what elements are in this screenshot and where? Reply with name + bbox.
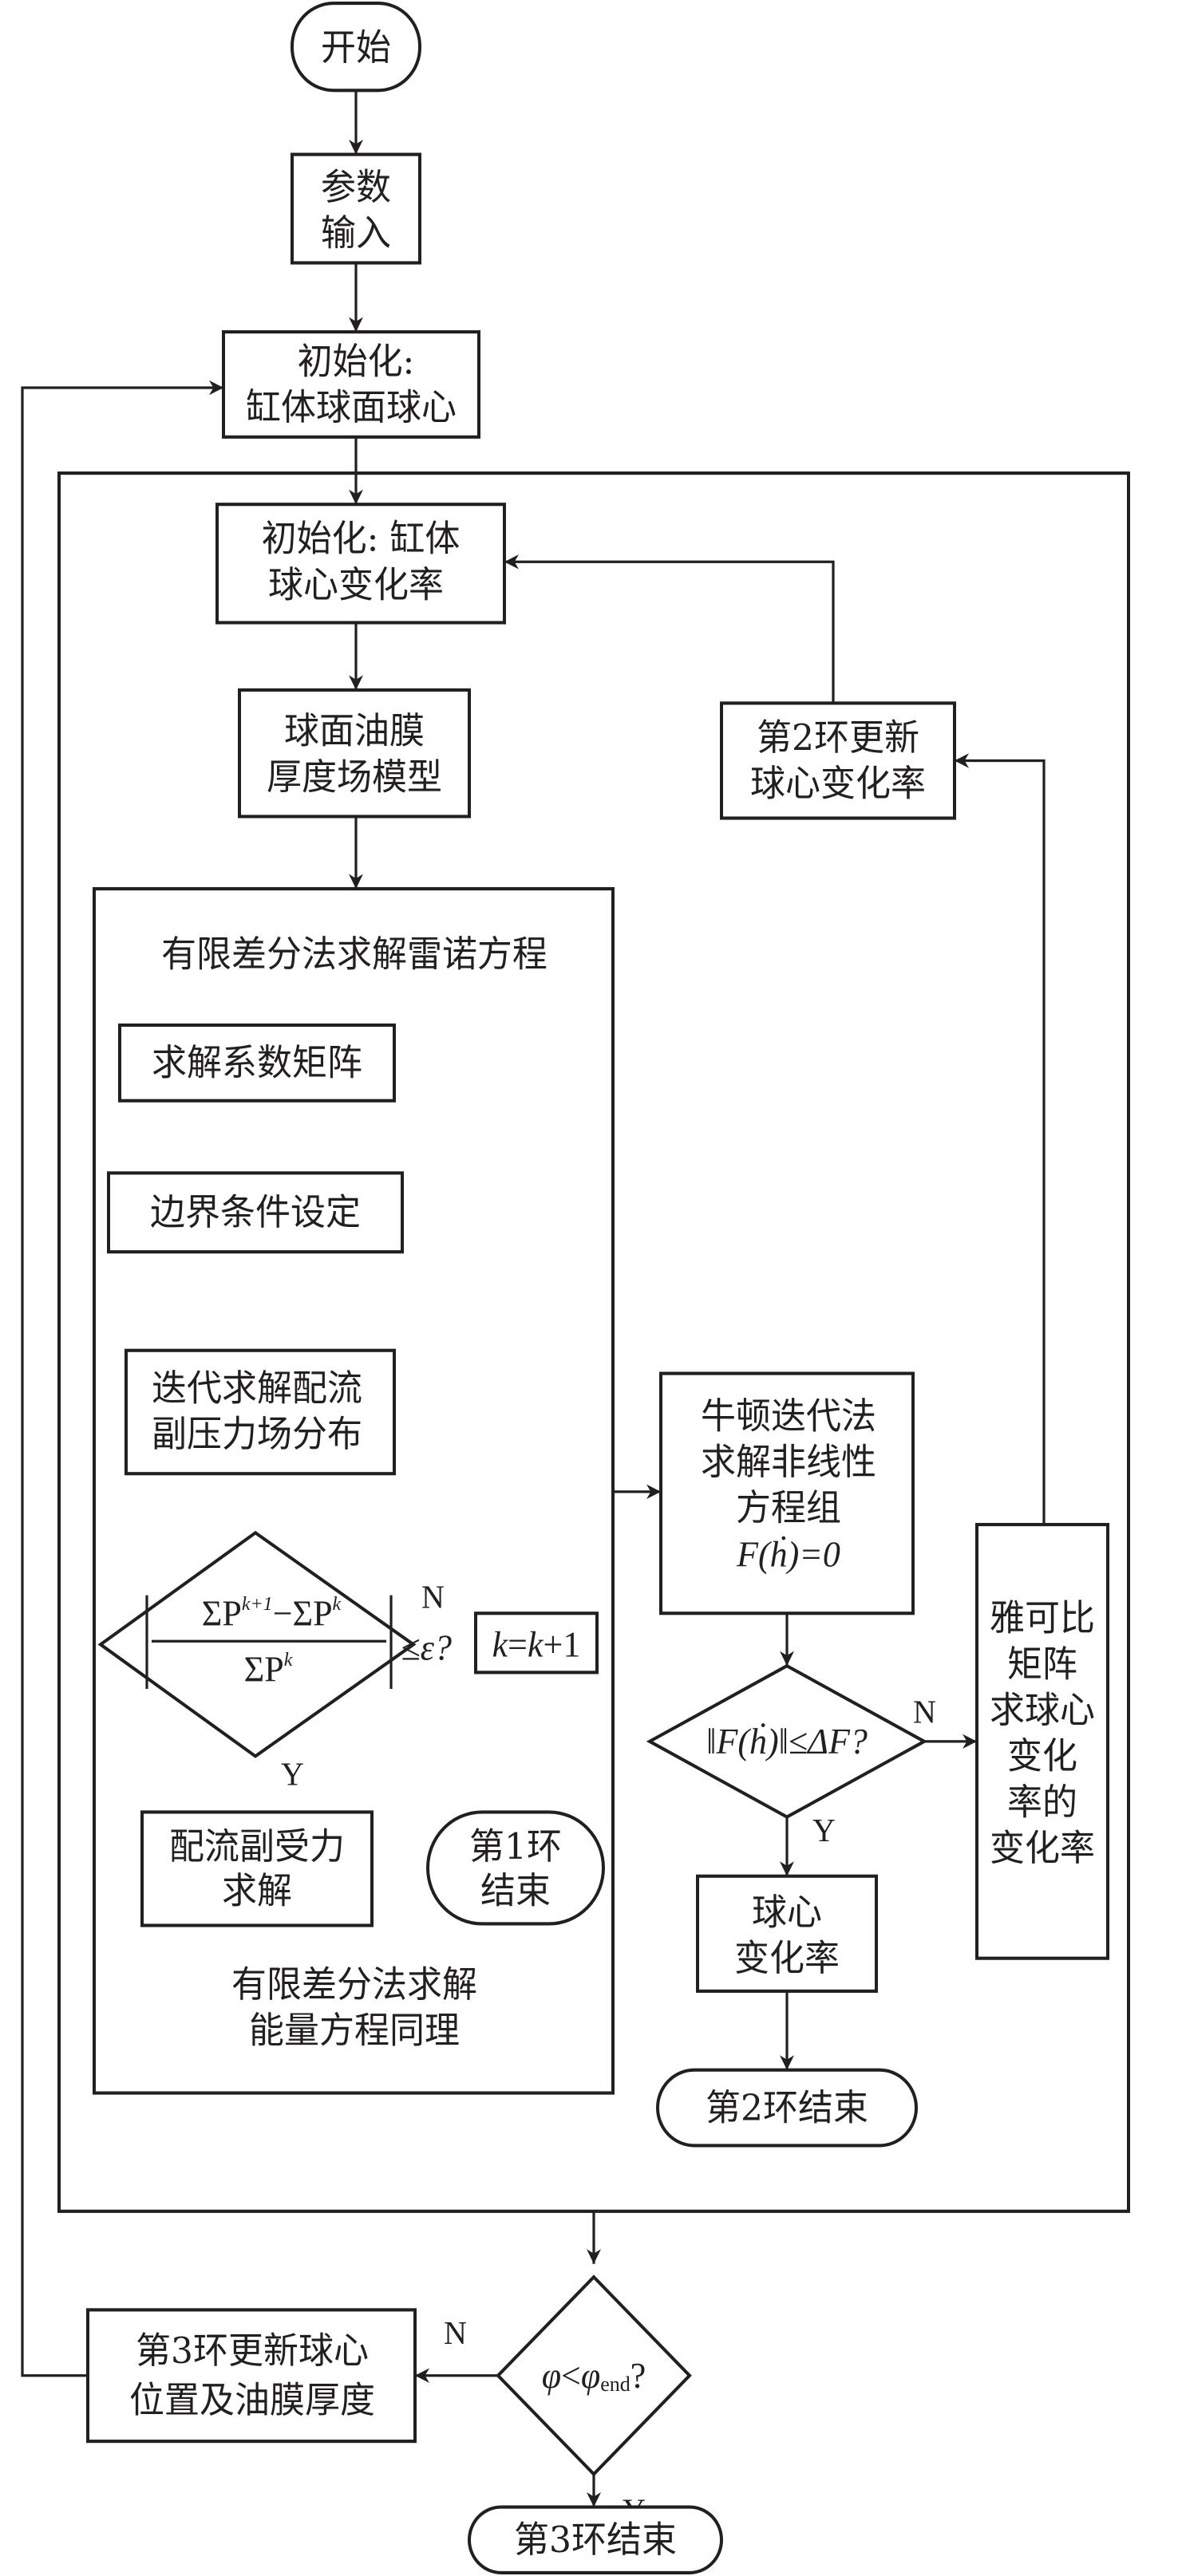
- init-sphere-center-line2: 缸体球面球心: [246, 386, 457, 428]
- phi-no-label: N: [444, 2314, 467, 2351]
- newton-line1: 牛顿迭代法: [701, 1395, 876, 1438]
- arrow-jacobian-to-update2: [955, 753, 1046, 1525]
- loop2-end-terminal: 第2环结束: [656, 2068, 918, 2148]
- jacobian-line1: 雅可比: [990, 1597, 1095, 1639]
- fdm-group-footer-line2: 能量方程同理: [249, 2010, 460, 2052]
- update-loop2-line1: 第2环更新: [757, 716, 919, 759]
- loop3-end-terminal: 第3环结束: [468, 2505, 723, 2574]
- force-solve-line1: 配流副受力: [169, 1825, 345, 1868]
- newton-iteration-box: 牛顿迭代法 求解非线性 方程组 F(ḣ)=0: [659, 1371, 915, 1615]
- init-center-rate-line1: 初始化: 缸体: [262, 518, 461, 560]
- conv-numerator: ΣPk+1−ΣPk: [202, 1592, 342, 1633]
- center-rate-line2: 变化率: [734, 1937, 840, 1979]
- init-sphere-center-line1: 初始化:: [298, 341, 415, 383]
- update-loop3-line2: 位置及油膜厚度: [129, 2379, 375, 2421]
- loop1-end-line1: 第1环: [469, 1825, 562, 1868]
- coef-matrix-box: 求解系数矩阵: [118, 1023, 396, 1103]
- iter-pressure-line1: 迭代求解配流: [152, 1367, 362, 1410]
- jacobian-line3: 求球心: [990, 1689, 1095, 1731]
- loop1-end-terminal: 第1环 结束: [426, 1810, 605, 1926]
- update-loop3-box: 第3环更新球心 位置及油膜厚度: [86, 2308, 417, 2444]
- conv-threshold: ≤ε?: [401, 1627, 452, 1668]
- newton-line3: 方程组: [736, 1487, 841, 1529]
- force-solve-box: 配流副受力 求解: [140, 1810, 374, 1927]
- newton-equation: F(ḣ)=0: [736, 1534, 840, 1575]
- init-center-rate-box: 初始化: 缸体 球心变化率: [215, 503, 506, 625]
- jacobian-line4: 变化: [1007, 1735, 1077, 1777]
- loop2-end-label: 第2环结束: [706, 2087, 868, 2129]
- fdm-group-footer-line1: 有限差分法求解: [231, 1963, 477, 2006]
- param-input-line1: 参数: [321, 166, 391, 208]
- param-input-line2: 输入: [321, 212, 391, 254]
- conv-no-label: N: [421, 1579, 445, 1615]
- loop1-end-line2: 结束: [480, 1870, 551, 1912]
- arrow-update2-to-rate: [504, 554, 835, 704]
- newton-check-label: ‖F(ḣ)‖≤ΔF?: [706, 1722, 868, 1762]
- boundary-condition-box: 边界条件设定: [107, 1171, 404, 1254]
- jacobian-line6: 变化率: [990, 1827, 1095, 1869]
- update-loop2-box: 第2环更新 球心变化率: [720, 701, 956, 820]
- film-model-line1: 球面油膜: [284, 710, 425, 752]
- param-input-box: 参数 输入: [291, 152, 421, 265]
- update-loop2-line2: 球心变化率: [750, 763, 926, 805]
- phi-check-label: φ<φend?: [542, 2355, 646, 2396]
- boundary-label: 边界条件设定: [150, 1191, 361, 1233]
- jacobian-line2: 矩阵: [1007, 1643, 1077, 1686]
- conv-yes-label: Y: [281, 1756, 304, 1793]
- k-increment-label: k=k+1: [492, 1624, 581, 1665]
- conv-denominator: ΣPk: [244, 1648, 294, 1689]
- loop3-end-label: 第3环结束: [514, 2519, 677, 2561]
- film-thickness-model-box: 球面油膜 厚度场模型: [238, 688, 471, 819]
- update-loop3-line1: 第3环更新球心: [136, 2329, 369, 2372]
- fdm-group-title: 有限差分法求解雷诺方程: [161, 933, 547, 976]
- iter-pressure-box: 迭代求解配流 副压力场分布: [125, 1348, 396, 1476]
- newton-line2: 求解非线性: [701, 1441, 876, 1483]
- center-rate-box: 球心 变化率: [696, 1874, 878, 1993]
- jacobian-box: 雅可比 矩阵 求球心 变化 率的 变化率: [975, 1522, 1109, 1960]
- force-solve-line2: 求解: [222, 1870, 292, 1912]
- film-model-line2: 厚度场模型: [267, 756, 442, 799]
- init-center-rate-line2: 球心变化率: [268, 564, 444, 606]
- jacobian-line5: 率的: [1007, 1781, 1077, 1824]
- iter-pressure-line2: 副压力场分布: [152, 1413, 362, 1455]
- newton-no-label: N: [913, 1694, 936, 1730]
- k-increment-box: k=k+1: [474, 1611, 599, 1675]
- newton-yes-label: Y: [812, 1812, 836, 1848]
- newton-check-diamond: ‖F(ḣ)‖≤ΔF?: [646, 1663, 928, 1819]
- center-rate-line1: 球心: [752, 1892, 822, 1934]
- start-terminal: 开始: [291, 2, 421, 93]
- init-sphere-center-box: 初始化: 缸体球面球心: [222, 329, 480, 439]
- coef-matrix-label: 求解系数矩阵: [152, 1042, 362, 1084]
- start-label: 开始: [321, 26, 391, 69]
- convergence-check-diamond: ΣPk+1−ΣPk ΣPk ≤ε?: [97, 1530, 452, 1758]
- arrow-update3-to-init: [21, 380, 223, 2377]
- phi-check-diamond: φ<φend?: [496, 2274, 692, 2477]
